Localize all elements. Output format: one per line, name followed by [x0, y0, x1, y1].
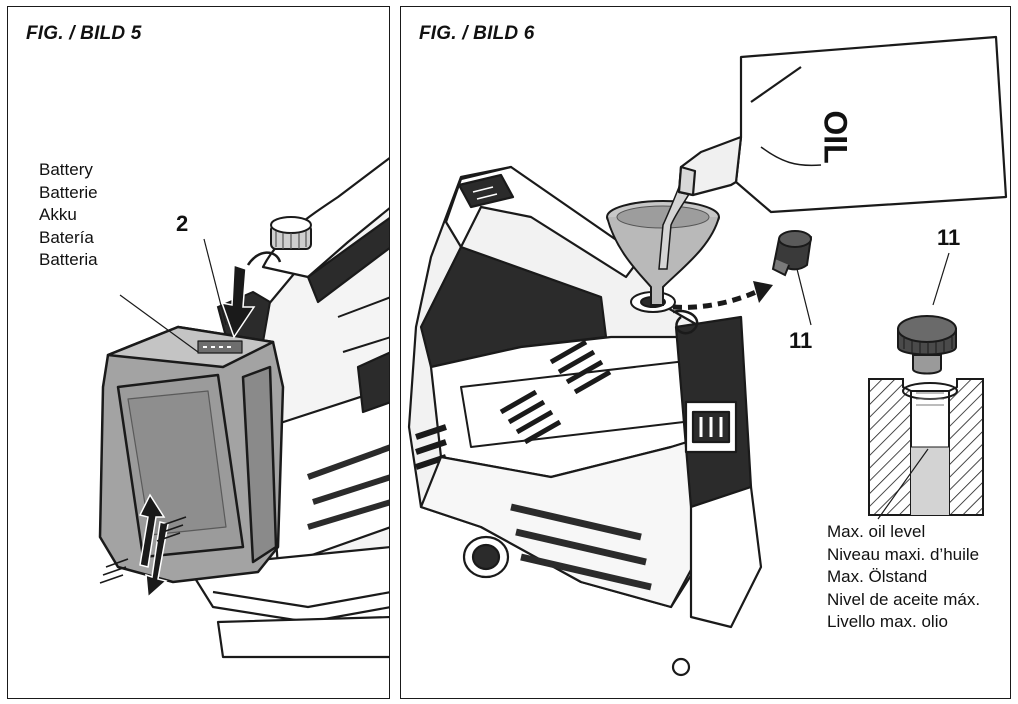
- battery-label-fr: Batterie: [39, 182, 98, 202]
- figure-6-title: FIG. / BILD 6: [419, 23, 535, 44]
- oil-bottle: [677, 35, 1008, 214]
- figure-5-illustration: [98, 157, 389, 659]
- callout-11-left-leader: [796, 268, 812, 326]
- figure-6-panel: FIG. / BILD 6: [400, 6, 1011, 699]
- oil-bottle-text: OIL: [818, 110, 854, 163]
- oil-cap: [897, 315, 957, 375]
- oil-stream: [658, 186, 695, 270]
- up-down-arrow-icon: [138, 493, 169, 599]
- callout-2-leader: [203, 238, 227, 326]
- funnel: [606, 200, 720, 306]
- oil-cap-removed: [771, 230, 813, 277]
- callout-number-11-left: 11: [789, 328, 813, 353]
- pressure-washer-body: [407, 165, 763, 677]
- oil-level-label-de: Max. Ölstand: [827, 567, 928, 586]
- oil-level-label-stack: Max. oil level Niveau maxi. d’huile Max.…: [827, 521, 980, 634]
- oil-level-label-en: Max. oil level: [827, 522, 926, 541]
- oil-level-label-es: Nivel de aceite máx.: [827, 589, 981, 609]
- figure-5-title: FIG. / BILD 5: [26, 23, 142, 44]
- battery-label-de: Akku: [39, 205, 77, 224]
- callout-number-11-right: 11: [937, 225, 961, 250]
- battery-label-it: Batteria: [39, 250, 98, 269]
- battery-label-en: Battery: [39, 160, 93, 179]
- callout-11-right-leader: [932, 252, 950, 306]
- dashed-curved-arrow-icon: [672, 281, 773, 310]
- motion-hatch: [99, 516, 187, 584]
- figure-6-illustration: OIL: [407, 35, 1008, 677]
- battery-label-es: Batería: [39, 227, 94, 247]
- oil-level-label-fr: Niveau maxi. d’huile: [827, 544, 980, 564]
- oil-level-leader: [877, 448, 929, 520]
- oil-level-cross-section: [868, 378, 984, 516]
- battery-leader-line: [119, 294, 199, 353]
- battery-pack: [98, 325, 285, 584]
- battery-label-stack: Battery Batterie Akku Batería Batteria: [39, 159, 98, 272]
- oil-level-label-it: Livello max. olio: [827, 612, 948, 631]
- figure-5-panel: FIG. / BILD 5: [7, 6, 390, 699]
- oil-cap: [270, 216, 312, 250]
- insert-arrow-icon: [220, 263, 256, 339]
- callout-number-2: 2: [176, 211, 189, 236]
